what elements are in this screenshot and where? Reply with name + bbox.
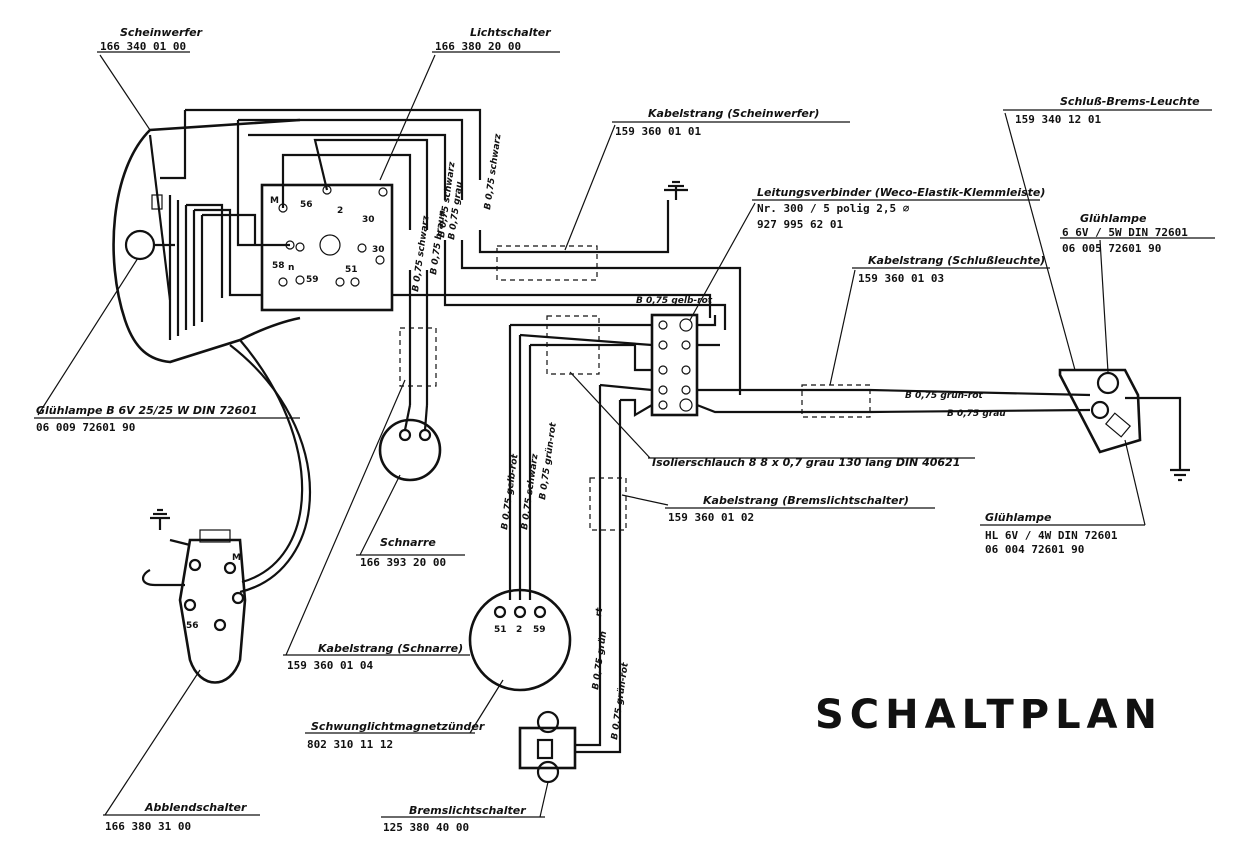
- kabelstrang-scheinwerfer-number: 159 360 01 01: [615, 125, 701, 138]
- component-labels: Scheinwerfer 166 340 01 00 Lichtschalter…: [36, 26, 1200, 834]
- wire-label: B 0,75 gelb-rot: [500, 453, 521, 530]
- magneto-pin-label: 59: [533, 625, 546, 635]
- leitungsverbinder-detail: Nr. 300 / 5 polig 2,5 ⌀: [757, 202, 910, 215]
- schnarre-horn: [378, 404, 442, 482]
- schwunglichtmagnetzuender: 51 2 59: [468, 588, 572, 692]
- pin-label: 58: [272, 261, 285, 271]
- magneto-pin-label: 2: [516, 625, 522, 635]
- scheinwerfer-number: 166 340 01 00: [100, 40, 186, 53]
- schnarre-label: Schnarre: [380, 536, 436, 549]
- gluehlampe-tail-label: Glühlampe: [1080, 212, 1147, 225]
- terminal-wiring: [508, 315, 870, 745]
- isolierschlauch-label: Isolierschlauch 8 8 x 0,7 grau 130 lang …: [652, 456, 960, 469]
- headlight-wiring: [185, 108, 742, 405]
- lichtschalter-label: Lichtschalter: [470, 26, 551, 39]
- gluehlampe-headlight-number: 06 009 72601 90: [36, 421, 135, 434]
- tail-bulb-icon: [1096, 371, 1120, 395]
- kabelstrang-bremslichtschalter-sleeve: [589, 477, 627, 531]
- scheinwerfer-headlight: [112, 110, 301, 364]
- kabelstrang-bremslichtschalter-label: Kabelstrang (Bremslichtschalter): [703, 494, 909, 507]
- kabelstrang-scheinwerfer-sleeve: [496, 245, 598, 281]
- kabelstrang-schlussleuchte-label: Kabelstrang (Schlußleuchte): [868, 254, 1045, 267]
- abblendschalter-dip-switch: M 56: [142, 339, 312, 684]
- lichtschalter-number: 166 380 20 00: [435, 40, 521, 53]
- pin-label: 59: [306, 275, 319, 285]
- gluehlampe-brake-label: Glühlampe: [985, 511, 1052, 524]
- leader-lines: [34, 51, 1215, 818]
- gluehlampe-tail-spec: 6 6V / 5W DIN 72601: [1062, 226, 1188, 239]
- wire-label: B 0,75 grün: [591, 631, 609, 691]
- kabelstrang-schlussleuchte-sleeve: [801, 384, 871, 418]
- schluss-brems-leuchte-label: Schluß-Brems-Leuchte: [1060, 95, 1200, 108]
- abblend-pin-label: M: [232, 553, 241, 563]
- pin-label: M: [270, 196, 279, 206]
- headlight-bulb-icon: [124, 229, 156, 261]
- diagram-title: SCHALTPLAN: [815, 692, 1163, 738]
- wire-labels: B 0,75 schwarz B 0,75 braun B 0,75 grau …: [411, 133, 1006, 741]
- bremslichtschalter-label: Bremslichtschalter: [409, 804, 526, 817]
- pin-label: 51: [345, 265, 358, 275]
- magneto-pin-label: 51: [494, 625, 507, 635]
- abblendschalter-label: Abblendschalter: [144, 801, 247, 814]
- abblendschalter-number: 166 380 31 00: [105, 820, 191, 833]
- wire-label: B 0,75 grün-rot: [905, 391, 983, 401]
- leitungsverbinder-label: Leitungsverbinder (Weco-Elastik-Klemmlei…: [757, 186, 1045, 199]
- pin-label: 2: [337, 206, 343, 216]
- wire-label: rt: [594, 607, 605, 618]
- kabelstrang-schnarre-label: Kabelstrang (Schnarre): [318, 642, 463, 655]
- gluehlampe-headlight-label: Glühlampe B 6V 25/25 W DIN 72601: [36, 404, 257, 417]
- wire-label: B 0,75 grün-rot: [610, 661, 631, 740]
- schluss-brems-leuchte-number: 159 340 12 01: [1015, 113, 1101, 126]
- wire-label: B 0,75 schwarz: [411, 215, 432, 293]
- leitungsverbinder-number: 927 995 62 01: [757, 218, 843, 231]
- isolierschlauch-sleeve: [546, 315, 600, 375]
- pin-label: 30: [372, 245, 385, 255]
- gluehlampe-brake-number: 06 004 72601 90: [985, 543, 1084, 556]
- wire-label: B 0,75 schwarz: [483, 133, 504, 211]
- bremslichtschalter-number: 125 380 40 00: [383, 821, 469, 834]
- gluehlampe-tail-number: 06 005 72601 90: [1062, 242, 1161, 255]
- pin-label: 30: [362, 215, 375, 225]
- wire-label: B 0,75 grün-rot: [538, 421, 559, 500]
- bremslichtschalter-brake-switch: [518, 705, 622, 784]
- schnarre-number: 166 393 20 00: [360, 556, 446, 569]
- scheinwerfer-label: Scheinwerfer: [120, 26, 203, 39]
- ground-icon: [664, 180, 688, 200]
- schwunglichtmagnetzuender-label: Schwunglichtmagnetzünder: [311, 720, 485, 733]
- kabelstrang-schlussleuchte-number: 159 360 01 03: [858, 272, 944, 285]
- gluehlampe-brake-spec: HL 6V / 4W DIN 72601: [985, 529, 1118, 542]
- pin-label: 56: [300, 200, 313, 210]
- pin-label: n: [288, 263, 294, 273]
- kabelstrang-schnarre-number: 159 360 01 04: [287, 659, 373, 672]
- wire-label: B 0,75 grau: [947, 409, 1006, 419]
- kabelstrang-scheinwerfer-label: Kabelstrang (Scheinwerfer): [648, 107, 819, 120]
- wire-label: B 0,75 schwarz: [520, 453, 541, 531]
- leitungsverbinder-terminal-block: [650, 313, 699, 417]
- kabelstrang-bremslichtschalter-number: 159 360 01 02: [668, 511, 754, 524]
- kabelstrang-schnarre-sleeve: [399, 327, 437, 387]
- abblend-pin-label: 56: [186, 621, 199, 631]
- lichtschalter-switch: M 56 2 30 n 58 59 51 30: [260, 183, 394, 312]
- schluss-brems-leuchte-taillight: [869, 368, 1190, 482]
- wire-label: B 0,75 gelb-rot: [636, 296, 713, 306]
- schwunglichtmagnetzuender-number: 802 310 11 12: [307, 738, 393, 751]
